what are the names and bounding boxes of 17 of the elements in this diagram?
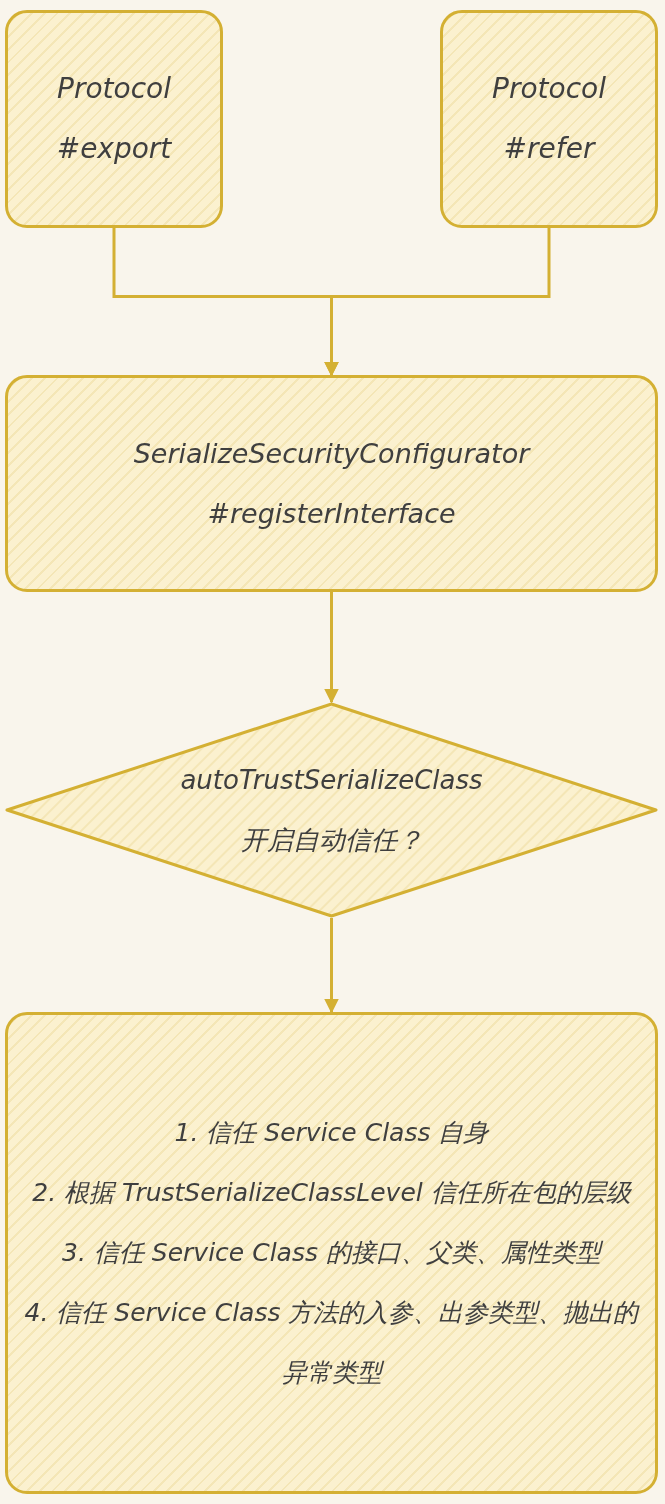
process-box (5, 10, 223, 228)
arrow (324, 918, 339, 1014)
node-text: SerializeSecurityConfigurator #registerInterface (132, 436, 532, 531)
node-text: 3. 信任 Service Class 的接口、父类、属性类型 (62, 1237, 601, 1269)
process-box (5, 1012, 658, 1494)
node-text: Protocol #refer (491, 71, 607, 167)
arrow (324, 228, 551, 377)
process-box (440, 10, 658, 228)
decision-diamond (5, 702, 658, 918)
node-text: 开启自动信任？ (240, 824, 423, 857)
arrow (324, 592, 339, 704)
node-text: 4. 信任 Service Class 方法的入参、出参类型、抛出的异常类型 (23, 1297, 641, 1389)
node-text: 2. 根据 TrustSerializeClassLevel 信任所在包的层级 (32, 1177, 631, 1209)
node-text: autoTrustSerializeClass (180, 764, 483, 797)
node-text: 1. 信任 Service Class 自身 (174, 1117, 489, 1149)
process-box (5, 375, 658, 592)
node-text: Protocol #export (55, 71, 173, 167)
